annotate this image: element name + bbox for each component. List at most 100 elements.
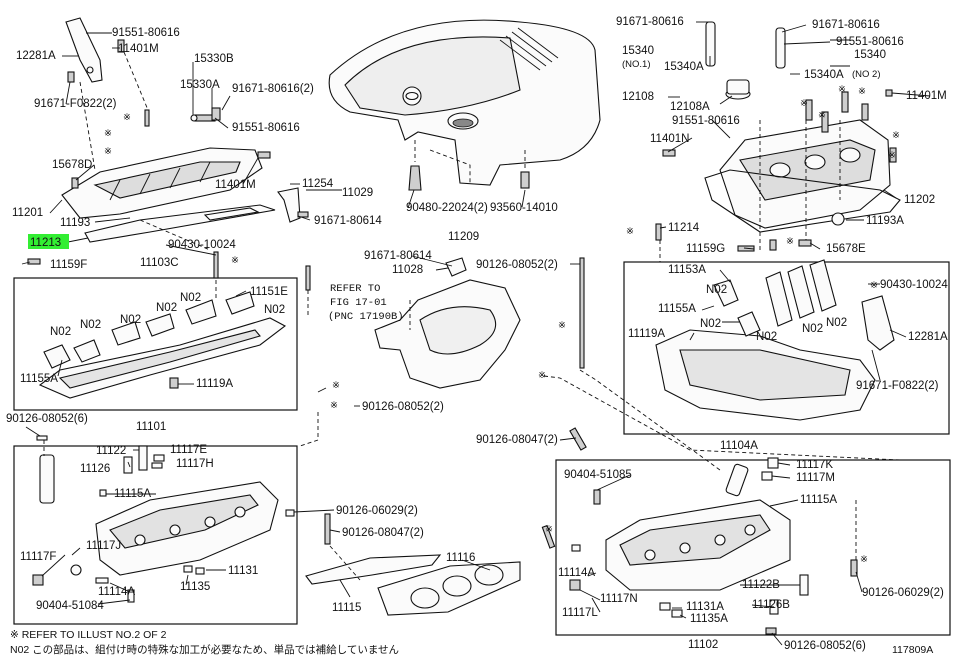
part-label-11159G[interactable]: 11159G xyxy=(686,243,725,255)
part-label-11135A[interactable]: 11135A xyxy=(690,613,728,625)
part-label-12108A[interactable]: 12108A xyxy=(670,101,710,113)
part-label-91671-80616-r2[interactable]: 91671-80616 xyxy=(812,19,880,31)
part-label-91551-80616-b[interactable]: 91551-80616 xyxy=(232,122,300,134)
part-label-N02-r5[interactable]: N02 xyxy=(826,317,847,329)
part-label-11214[interactable]: 11214 xyxy=(668,222,700,234)
part-label-15340-2[interactable]: 15340 xyxy=(854,49,886,61)
part-label-90404-51085[interactable]: 90404-51085 xyxy=(564,469,632,481)
part-label-91671-80616-r1[interactable]: 91671-80616 xyxy=(616,16,684,28)
part-label-11117L[interactable]: 11117L xyxy=(562,607,598,619)
part-label-11155A-l[interactable]: 11155A xyxy=(20,373,58,385)
part-label-11126B[interactable]: 11126B xyxy=(752,599,790,611)
part-label-11131-l[interactable]: 11131 xyxy=(228,565,258,577)
engine-hanger-left[interactable] xyxy=(65,17,103,83)
part-label-90126-08047-b[interactable]: 90126-08047(2) xyxy=(476,434,558,446)
oil-filler-cap[interactable] xyxy=(725,79,751,100)
part-label-15330B[interactable]: 15330B xyxy=(194,53,234,65)
part-label-11131A[interactable]: 11131A xyxy=(686,601,724,613)
bracket-11254[interactable] xyxy=(277,187,301,223)
camshaft-timing-oil-control-valves[interactable] xyxy=(705,21,786,69)
part-label-N02-a[interactable]: N02 xyxy=(264,304,285,316)
valve-cover-right[interactable] xyxy=(719,119,891,229)
part-label-12281A-l[interactable]: 12281A xyxy=(16,50,56,62)
part-label-11122B[interactable]: 11122B xyxy=(742,579,780,591)
part-label-11029[interactable]: 11029 xyxy=(342,187,373,199)
part-label-11193A[interactable]: 11193A xyxy=(866,215,904,227)
part-label-11117N[interactable]: 11117N xyxy=(600,593,638,605)
part-label-11401N[interactable]: 11401N xyxy=(650,133,689,145)
part-label-11116[interactable]: 11116 xyxy=(446,552,475,564)
part-label-11102[interactable]: 11102 xyxy=(688,639,718,651)
part-label-11101[interactable]: 11101 xyxy=(136,421,166,433)
part-label-11115A-l[interactable]: 11115A xyxy=(114,488,151,500)
part-label-91671-80614-a[interactable]: 91671-80614 xyxy=(314,215,382,227)
part-label-90404-51084[interactable]: 90404-51084 xyxy=(36,600,104,612)
part-label-90126-06029-r[interactable]: 90126-06029(2) xyxy=(862,587,944,599)
part-label-11119A-l[interactable]: 11119A xyxy=(196,378,233,390)
part-label-90480-22024[interactable]: 90480-22024(2) xyxy=(406,202,488,214)
spark-plug-tube-gasket-right[interactable] xyxy=(831,212,845,226)
part-label-91671-80616-a[interactable]: 91671-80616(2) xyxy=(232,83,314,95)
cam-housing-right[interactable] xyxy=(655,329,876,421)
cam-caps-right[interactable] xyxy=(713,259,837,337)
part-label-90126-08052-b[interactable]: 90126-08052(6) xyxy=(6,413,88,425)
part-label-90430-10024-r[interactable]: 90430-10024 xyxy=(880,279,948,291)
bracket-11028[interactable] xyxy=(445,257,467,277)
engine-cover[interactable] xyxy=(328,19,601,186)
part-label-11155A-r[interactable]: 11155A xyxy=(658,303,696,315)
part-label-11117F[interactable]: 11117F xyxy=(20,551,56,563)
part-label-11119A-r[interactable]: 11119A xyxy=(628,328,665,340)
part-label-11254[interactable]: 11254 xyxy=(302,178,334,190)
part-label-11117E[interactable]: 11117E xyxy=(170,444,207,456)
part-label-91551-80616-a[interactable]: 91551-80616 xyxy=(112,27,180,39)
part-label-11104A[interactable]: 11104A xyxy=(720,440,758,452)
part-label-11115[interactable]: 11115 xyxy=(332,602,361,614)
part-label-90430-10024-a[interactable]: 90430-10024 xyxy=(168,239,236,251)
part-label-11117J[interactable]: 11117J xyxy=(86,540,121,552)
part-label-11115A-r[interactable]: 11115A xyxy=(800,494,837,506)
head-gasket-11116[interactable] xyxy=(377,561,521,616)
part-label-12108[interactable]: 12108 xyxy=(622,91,654,103)
part-label-no1[interactable]: (NO.1) xyxy=(622,59,651,70)
part-label-N02-r2[interactable]: N02 xyxy=(700,318,721,330)
intake-manifold[interactable] xyxy=(374,279,521,389)
oil-control-valve-filter-left[interactable] xyxy=(169,377,179,389)
part-label-15340-1[interactable]: 15340 xyxy=(622,45,654,57)
part-label-11213[interactable]: 11213 xyxy=(30,237,61,249)
part-label-11117K[interactable]: 11117K xyxy=(796,459,833,471)
part-label-90126-08052-r[interactable]: 90126-08052(6) xyxy=(784,640,866,652)
part-label-N02-r1[interactable]: N02 xyxy=(706,284,727,296)
part-label-90126-06029-a[interactable]: 90126-06029(2) xyxy=(336,505,418,517)
part-label-11401M-a[interactable]: 11401M xyxy=(118,43,159,55)
refer-note[interactable]: REFER TO FIG 17-01 (PNC 17190B) xyxy=(328,283,404,323)
part-label-91671-F0822-r[interactable]: 91671-F0822(2) xyxy=(856,380,939,392)
part-label-91551-80616-r2[interactable]: 91551-80616 xyxy=(672,115,740,127)
part-label-N02-r4[interactable]: N02 xyxy=(802,323,823,335)
part-label-90126-08052-c[interactable]: 90126-08052(2) xyxy=(362,401,444,413)
part-label-93560-14010[interactable]: 93560-14010 xyxy=(490,202,558,214)
part-label-11202[interactable]: 11202 xyxy=(904,194,935,206)
part-label-11151E[interactable]: 11151E xyxy=(250,286,288,298)
part-label-15330A[interactable]: 15330A xyxy=(180,79,220,91)
head-gasket-11115[interactable] xyxy=(305,554,442,585)
part-label-11122[interactable]: 11122 xyxy=(96,445,126,457)
part-label-N02-c[interactable]: N02 xyxy=(80,319,101,331)
valve-cover-left[interactable] xyxy=(61,147,263,219)
part-label-15340A-a[interactable]: 15340A xyxy=(664,61,704,73)
part-label-11201[interactable]: 11201 xyxy=(12,207,43,219)
part-label-N02-d[interactable]: N02 xyxy=(120,314,141,326)
part-label-91551-80616-r[interactable]: 91551-80616 xyxy=(836,36,904,48)
spark-plug-tube-gasket-left[interactable] xyxy=(203,207,260,221)
part-label-15678D[interactable]: 15678D xyxy=(52,159,92,171)
part-label-11114A-r[interactable]: 11114A xyxy=(558,567,595,579)
part-label-N02-r3[interactable]: N02 xyxy=(756,331,777,343)
part-label-91671-80614-b[interactable]: 91671-80614 xyxy=(364,250,432,262)
part-label-N02-e[interactable]: N02 xyxy=(180,292,201,304)
engine-hanger-right[interactable] xyxy=(861,295,895,351)
part-label-11103C[interactable]: 11103C xyxy=(140,257,179,269)
part-label-12281A-r[interactable]: 12281A xyxy=(908,331,948,343)
part-label-11159F[interactable]: 11159F xyxy=(50,259,87,271)
part-label-11153A[interactable]: 11153A xyxy=(668,264,706,276)
part-label-11114A-l[interactable]: 11114A xyxy=(98,586,135,598)
part-label-11135-l[interactable]: 11135 xyxy=(180,581,210,593)
